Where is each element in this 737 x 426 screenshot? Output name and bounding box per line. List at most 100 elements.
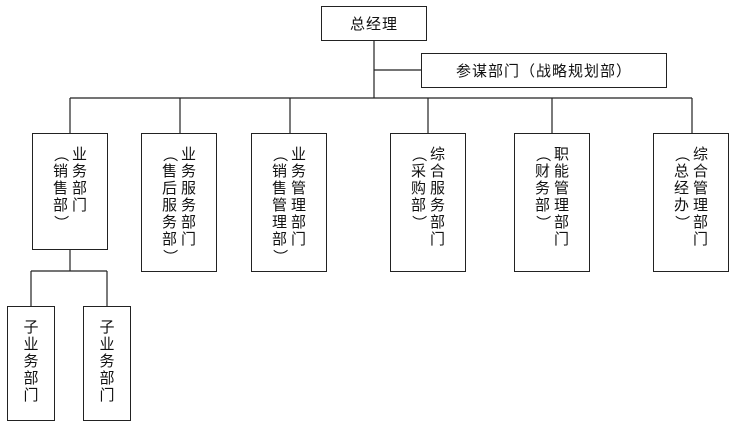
vertical-char: 后 (161, 179, 177, 197)
vertical-char: 部 (410, 196, 426, 214)
vertical-char: 部 (271, 230, 287, 248)
vertical-char: 部 (52, 196, 68, 214)
vertical-text-column: 综合管理部门 (692, 146, 709, 248)
vertical-char: 部 (161, 230, 177, 248)
vertical-text-column: （售后服务部） (160, 146, 179, 265)
vertical-text-column: 职能管理部门 (553, 146, 570, 248)
vertical-char: 管 (692, 179, 708, 197)
staff-department-label: 参谋部门（战略规划部） (455, 62, 632, 80)
vertical-char: 售 (271, 179, 287, 197)
vertical-char: 能 (553, 162, 569, 180)
general-manager-label: 总经理 (349, 15, 398, 33)
vertical-char: ） (533, 214, 552, 231)
vertical-char: （ (51, 146, 70, 163)
vertical-char: 办 (673, 196, 689, 214)
department-label: 业务管理部门（销售管理部） (252, 134, 326, 271)
vertical-char: 销 (271, 162, 287, 180)
vertical-char: ） (409, 214, 428, 231)
vertical-char: 门 (71, 196, 87, 214)
vertical-char: 服 (161, 196, 177, 214)
vertical-char: 务 (534, 179, 550, 197)
vertical-char: 管 (290, 179, 306, 197)
vertical-char: 综 (429, 145, 445, 163)
vertical-char: ） (672, 214, 691, 231)
department-box: 职能管理部门（财务部） (514, 133, 590, 272)
vertical-char: 综 (692, 145, 708, 163)
vertical-char: 门 (692, 230, 708, 248)
vertical-char: 务 (180, 162, 196, 180)
staff-department-box: 参谋部门（战略规划部） (421, 53, 667, 88)
department-box: 综合服务部门（采购部） (390, 133, 466, 272)
vertical-char: 服 (180, 179, 196, 197)
vertical-char: 部 (429, 213, 445, 231)
vertical-char: 部 (553, 213, 569, 231)
vertical-char: 理 (290, 196, 306, 214)
vertical-char: 服 (429, 179, 445, 197)
vertical-char: 门 (180, 230, 196, 248)
vertical-text-column: （总经办） (672, 146, 691, 231)
vertical-char: 管 (271, 196, 287, 214)
vertical-char: 部 (290, 213, 306, 231)
vertical-char: 务 (429, 196, 445, 214)
vertical-char: 采 (410, 162, 426, 180)
vertical-char: 销 (52, 162, 68, 180)
vertical-text-column: （财务部） (533, 146, 552, 231)
department-box: 业务部门（销售部） (32, 133, 108, 250)
vertical-char: 理 (553, 196, 569, 214)
vertical-char: 业 (290, 145, 306, 163)
vertical-char: 部 (71, 179, 87, 197)
department-label: 业务部门（销售部） (33, 134, 107, 249)
subunit-box: 子业务部门 (7, 306, 55, 421)
vertical-char: 务 (71, 162, 87, 180)
vertical-text-column: 业务管理部门 (290, 146, 307, 248)
vertical-char: （ (533, 146, 552, 163)
vertical-char: 门 (23, 386, 39, 404)
vertical-char: 购 (410, 179, 426, 197)
vertical-char: 子 (23, 318, 39, 336)
vertical-char: 理 (692, 196, 708, 214)
vertical-char: 售 (161, 162, 177, 180)
vertical-char: ） (270, 248, 289, 265)
vertical-char: 部 (692, 213, 708, 231)
vertical-char: 部 (99, 369, 115, 387)
vertical-char: 门 (99, 386, 115, 404)
vertical-char: 经 (673, 179, 689, 197)
vertical-char: ） (160, 248, 179, 265)
vertical-char: 合 (692, 162, 708, 180)
vertical-text-column: 综合服务部门 (429, 146, 446, 248)
vertical-char: 管 (553, 179, 569, 197)
vertical-text-column: 子业务部门 (23, 319, 40, 404)
department-label: 综合服务部门（采购部） (391, 134, 465, 271)
vertical-char: 部 (534, 196, 550, 214)
vertical-text-column: 业务服务部门 (180, 146, 197, 248)
vertical-text-column: 业务部门 (71, 146, 88, 214)
subunit-label: 子业务部门 (84, 307, 130, 420)
vertical-char: 务 (161, 213, 177, 231)
vertical-text-column: （采购部） (409, 146, 428, 231)
vertical-char: 部 (180, 213, 196, 231)
vertical-char: 门 (429, 230, 445, 248)
vertical-char: ） (51, 214, 70, 231)
department-box: 业务管理部门（销售管理部） (251, 133, 327, 272)
vertical-char: （ (270, 146, 289, 163)
vertical-char: 合 (429, 162, 445, 180)
vertical-char: 务 (99, 352, 115, 370)
vertical-char: 务 (23, 352, 39, 370)
vertical-char: 业 (71, 145, 87, 163)
vertical-text-column: 子业务部门 (99, 319, 116, 404)
vertical-char: 门 (290, 230, 306, 248)
vertical-char: 售 (52, 179, 68, 197)
vertical-text-column: （销售管理部） (270, 146, 289, 265)
vertical-char: 理 (271, 213, 287, 231)
vertical-char: 务 (290, 162, 306, 180)
vertical-char: 业 (99, 335, 115, 353)
vertical-char: 业 (180, 145, 196, 163)
general-manager-box: 总经理 (321, 6, 427, 41)
vertical-char: （ (160, 146, 179, 163)
vertical-char: 财 (534, 162, 550, 180)
department-box: 业务服务部门（售后服务部） (141, 133, 217, 272)
vertical-char: 子 (99, 318, 115, 336)
vertical-text-column: （销售部） (51, 146, 70, 231)
